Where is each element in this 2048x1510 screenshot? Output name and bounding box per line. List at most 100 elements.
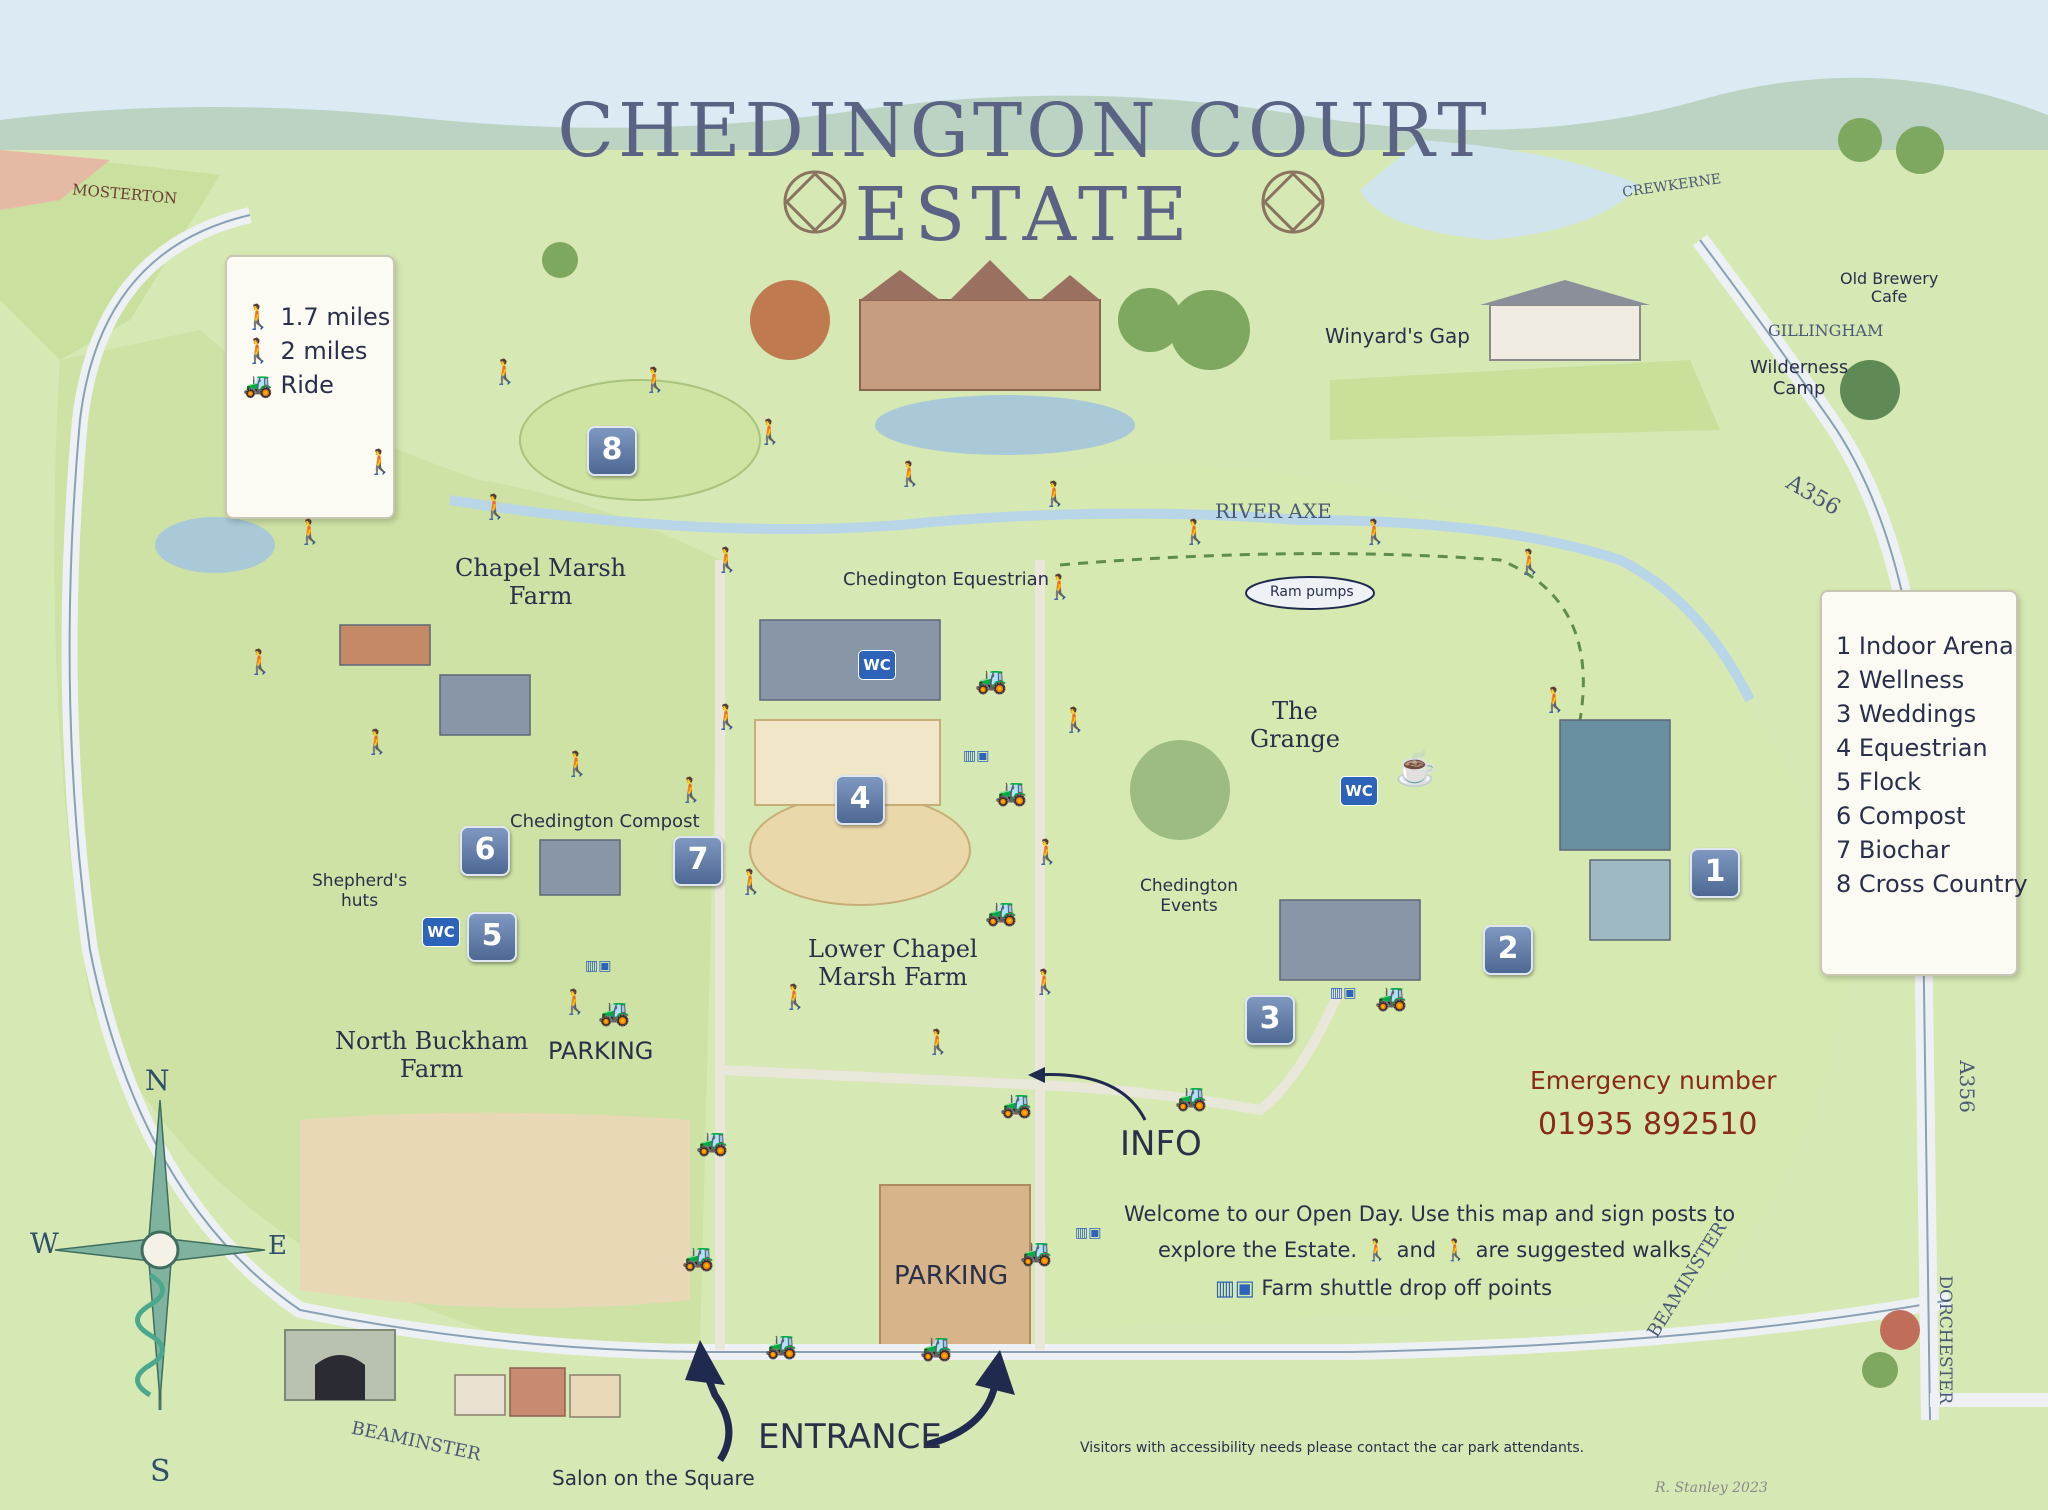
person-walking-red-icon: 🚶 bbox=[1040, 480, 1070, 508]
compass-north: N bbox=[145, 1064, 170, 1097]
badge-equestrian[interactable]: 4 bbox=[835, 775, 885, 825]
entrance-arrow-left bbox=[701, 1368, 733, 1462]
person-walking-red-icon: 🚶 bbox=[736, 868, 766, 896]
places-legend-item-3: 3 Weddings bbox=[1836, 700, 1977, 728]
person-walking-yellow-icon: 🚶 bbox=[1360, 518, 1390, 546]
person-walking-yellow-icon: 🚶 bbox=[1180, 518, 1210, 546]
striped-field bbox=[1330, 360, 1720, 440]
badge-indoor-arena[interactable]: 1 bbox=[1690, 848, 1740, 898]
person-walking-yellow-icon: 🚶 bbox=[1442, 1238, 1469, 1262]
buildings bbox=[339, 619, 1671, 981]
tractor-icon: 🚜 bbox=[1375, 983, 1408, 1013]
estate-emblem-icon bbox=[783, 170, 1325, 234]
map-title-line1: CHEDINGTON COURT bbox=[557, 88, 1491, 174]
ram-pumps-oval bbox=[1245, 576, 1375, 610]
places-legend: 1 Indoor Arena 2 Wellness 3 Weddings 4 E… bbox=[1820, 590, 2028, 976]
label-ram-pumps: Ram pumps bbox=[1270, 584, 1354, 600]
person-walking-yellow-icon: 🚶 bbox=[562, 750, 592, 778]
person-walking-red-icon: 🚶 bbox=[1363, 1238, 1390, 1262]
label-chedington-equestrian: Chedington Equestrian bbox=[843, 569, 1050, 590]
label-parking-1: PARKING bbox=[548, 1037, 654, 1065]
person-walking-red-icon: 🚶 bbox=[755, 418, 785, 446]
perimeter-road-edge bbox=[68, 214, 1951, 1353]
route-legend-item-1: 🚶 1.7 miles bbox=[243, 303, 391, 331]
emergency-label: Emergency number bbox=[1530, 1066, 1777, 1095]
equestrian-centre bbox=[759, 619, 941, 701]
label-old-brewery-cafe: Old Brewery Cafe bbox=[1840, 269, 1939, 307]
person-walking-yellow-icon: 🚶 bbox=[243, 337, 273, 365]
tractor-icon: 🚜 bbox=[975, 666, 1008, 696]
person-walking-yellow-icon: 🚶 bbox=[1540, 686, 1570, 714]
west-field bbox=[54, 330, 721, 1345]
badge-flock[interactable]: 5 bbox=[467, 912, 517, 962]
chapel-marsh-barn bbox=[439, 674, 531, 736]
road-label-gillingham: GILLINGHAM bbox=[1768, 321, 1884, 340]
label-entrance: ENTRANCE bbox=[758, 1417, 942, 1457]
coffee-cup-icon: ☕ bbox=[1395, 749, 1438, 789]
person-walking-yellow-icon: 🚶 bbox=[560, 988, 590, 1016]
places-legend-item-4: 4 Equestrian bbox=[1836, 734, 1988, 762]
badge-compost[interactable]: 6 bbox=[460, 826, 510, 876]
person-walking-red-icon: 🚶 bbox=[780, 983, 810, 1011]
person-walking-red-icon: 🚶 bbox=[1032, 838, 1062, 866]
label-winyards-gap: Winyard's Gap bbox=[1325, 324, 1470, 348]
tractor-icon: 🚜 bbox=[696, 1128, 729, 1158]
ploughed-field-south bbox=[300, 1112, 690, 1308]
ploughed-field bbox=[0, 150, 110, 210]
shuttle-stop-icon: ▥▣ bbox=[963, 748, 990, 764]
estate-tracks bbox=[715, 560, 1345, 1350]
greenhouse bbox=[1589, 859, 1671, 941]
parking-field bbox=[879, 1184, 1031, 1346]
shuttle-stop-icon: ▥▣ bbox=[1075, 1225, 1102, 1241]
tractor-icon: 🚜 bbox=[682, 1243, 715, 1273]
village-houses bbox=[454, 1367, 621, 1418]
tractor-icon: 🚜 bbox=[243, 371, 273, 399]
compass-south: S bbox=[150, 1454, 171, 1489]
indoor-arena bbox=[1559, 719, 1671, 851]
person-walking-yellow-icon: 🚶 bbox=[480, 493, 510, 521]
chedington-court-manor bbox=[859, 260, 1101, 391]
person-walking-yellow-icon: 🚶 bbox=[365, 448, 395, 476]
shuttle-stop-icon: ▥▣ bbox=[585, 958, 612, 974]
shuttle-stop-icon: ▥▣ bbox=[1215, 1276, 1255, 1300]
river-axe bbox=[449, 495, 1755, 703]
places-legend-item-2: 2 Wellness bbox=[1836, 666, 1965, 694]
trees bbox=[542, 118, 1944, 1388]
badge-wellness[interactable]: 2 bbox=[1483, 925, 1533, 975]
entrance-arrow-right-head bbox=[975, 1350, 1015, 1395]
grange-buildings bbox=[1279, 899, 1421, 981]
accessibility-note: Visitors with accessibility needs please… bbox=[1080, 1440, 1585, 1456]
person-walking-yellow-icon: 🚶 bbox=[245, 648, 275, 676]
label-river-axe: RIVER AXE bbox=[1215, 499, 1332, 523]
badge-weddings[interactable]: 3 bbox=[1245, 995, 1295, 1045]
label-shepherds-huts: Shepherd's huts bbox=[312, 871, 408, 911]
tractor-icon: 🚜 bbox=[920, 1333, 953, 1363]
person-walking-red-icon: 🚶 bbox=[1060, 706, 1090, 734]
info-arrow-head bbox=[1028, 1067, 1045, 1083]
farmhouse bbox=[339, 624, 431, 666]
places-legend-item-7: 7 Biochar bbox=[1836, 836, 1950, 864]
walk-path bbox=[1059, 552, 1585, 721]
entrance-arrow-left-head bbox=[685, 1340, 725, 1385]
welcome-line-1: Welcome to our Open Day. Use this map an… bbox=[1124, 1202, 1736, 1226]
badge-biochar[interactable]: 7 bbox=[673, 836, 723, 886]
label-chedington-events: Chedington Events bbox=[1140, 876, 1239, 916]
label-the-grange: The Grange bbox=[1250, 697, 1340, 753]
label-info: INFO bbox=[1120, 1124, 1202, 1164]
tractor-icon: 🚜 bbox=[985, 898, 1018, 928]
estate-pond bbox=[875, 395, 1135, 455]
road-label-a356-side: A356 bbox=[1954, 1060, 1979, 1113]
route-legend-item-2: 🚶 2 miles bbox=[243, 337, 368, 365]
west-pond bbox=[155, 517, 275, 573]
person-walking-red-icon: 🚶 bbox=[895, 460, 925, 488]
wc-icon: WC bbox=[858, 650, 896, 680]
badge-cross-country[interactable]: 8 bbox=[587, 426, 637, 476]
person-walking-yellow-icon: 🚶 bbox=[295, 518, 325, 546]
welcome-line-3: ▥▣ Farm shuttle drop off points bbox=[1215, 1276, 1553, 1300]
shuttle-stop-icon: ▥▣ bbox=[1330, 985, 1357, 1001]
cross-country-course bbox=[519, 379, 761, 501]
places-legend-item-1: 1 Indoor Arena bbox=[1836, 632, 2014, 660]
compass-east: E bbox=[268, 1231, 287, 1261]
